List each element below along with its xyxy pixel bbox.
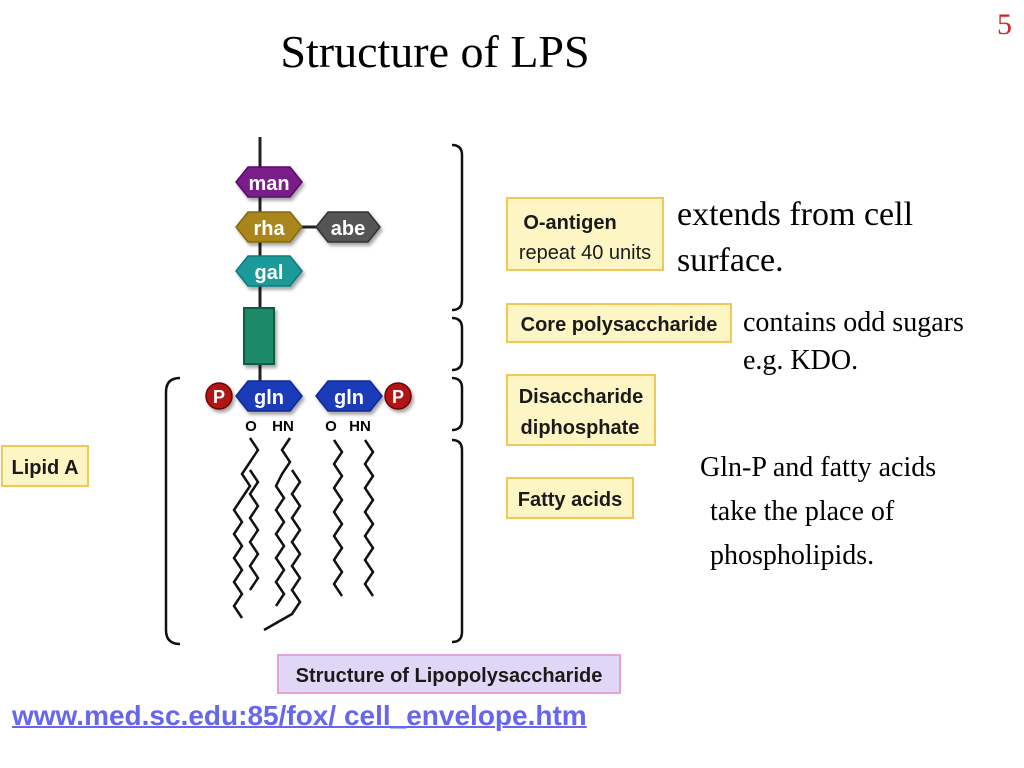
sugar-rha: rha xyxy=(235,211,303,243)
label-fatty-acids-text: Fatty acids xyxy=(518,489,622,511)
label-core-text: Core polysaccharide xyxy=(521,314,718,336)
fatty-acid-chain xyxy=(274,437,292,607)
fatty-acid-chain xyxy=(263,469,302,632)
note-lipid: Gln-P and fatty acids take the place of … xyxy=(700,446,936,578)
label-lipid-a: Lipid A xyxy=(1,445,89,487)
phosphate-right: P xyxy=(384,382,412,410)
diagram-caption-text: Structure of Lipopolysaccharide xyxy=(296,665,603,687)
label-disaccharide: Disaccharide diphosphate xyxy=(506,374,656,446)
note-lipid-line: phospholipids. xyxy=(710,540,875,571)
slide-number: 5 xyxy=(997,8,1012,41)
fatty-acid-chain xyxy=(363,439,375,597)
label-lipid-a-text: Lipid A xyxy=(11,457,78,479)
note-lipid-line: Gln-P and fatty acids xyxy=(700,452,937,483)
note-core: contains odd sugars e.g. KDO. xyxy=(743,304,964,380)
sugar-gal: gal xyxy=(235,255,303,287)
phosphate-right-label: P xyxy=(392,387,404,407)
note-o-antigen-line: extends from cell xyxy=(677,196,914,233)
braces xyxy=(164,143,464,646)
label-o-antigen: O-antigen repeat 40 units xyxy=(506,197,664,271)
linkage-o-left: O xyxy=(245,418,257,435)
label-disaccharide-line2: diphosphate xyxy=(521,417,640,439)
linkage-o-right: O xyxy=(325,418,337,435)
label-o-antigen-title: O-antigen xyxy=(523,212,616,234)
label-core: Core polysaccharide xyxy=(506,303,732,343)
note-core-line: e.g. KDO. xyxy=(743,345,859,376)
phosphate-left: P xyxy=(205,382,233,410)
sugar-gal-label: gal xyxy=(255,262,284,284)
brace-core xyxy=(451,316,464,372)
label-o-antigen-sub: repeat 40 units xyxy=(519,242,651,264)
sugar-man: man xyxy=(235,166,303,198)
sugar-abe: abe xyxy=(315,211,381,243)
core-block xyxy=(243,307,275,365)
fatty-acid-chain xyxy=(232,437,260,619)
note-o-antigen: extends from cell surface. xyxy=(677,192,913,284)
sugar-man-label: man xyxy=(248,173,289,195)
fatty-acid-chain xyxy=(332,439,344,597)
sugar-gln-right: gln xyxy=(315,380,383,412)
fatty-acid-chain xyxy=(248,469,260,591)
diagram-caption: Structure of Lipopolysaccharide xyxy=(277,654,621,694)
note-core-line: contains odd sugars xyxy=(743,307,964,338)
sugar-gln-right-label: gln xyxy=(334,387,364,409)
brace-fatty-acids xyxy=(451,438,464,644)
note-o-antigen-line: surface. xyxy=(677,242,784,279)
fatty-acid-chains xyxy=(232,437,375,632)
linkage-hn-right: HN xyxy=(349,418,371,435)
brace-lipid-a xyxy=(164,376,181,646)
note-lipid-line: take the place of xyxy=(710,496,895,527)
brace-disaccharide xyxy=(451,376,464,432)
sugar-abe-label: abe xyxy=(331,218,365,240)
label-fatty-acids: Fatty acids xyxy=(506,477,634,519)
sugar-gln-left-label: gln xyxy=(254,387,284,409)
phosphate-left-label: P xyxy=(213,387,225,407)
sugar-gln-left: gln xyxy=(235,380,303,412)
label-disaccharide-line1: Disaccharide xyxy=(519,386,644,408)
brace-o-antigen xyxy=(451,143,464,312)
slide-title: Structure of LPS xyxy=(280,26,590,77)
reference-link[interactable]: www.med.sc.edu:85/fox/ cell_envelope.htm xyxy=(12,700,587,731)
linkage-hn-left: HN xyxy=(272,418,294,435)
sugar-rha-label: rha xyxy=(253,218,285,240)
